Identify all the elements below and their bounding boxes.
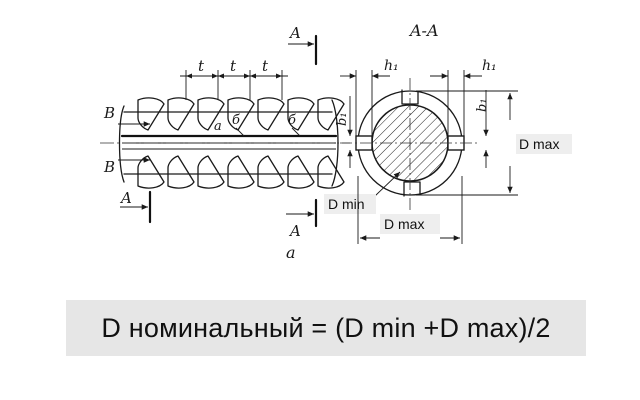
rib-upper [137, 97, 165, 131]
b1-dimensions: b₁ b₁ [335, 90, 490, 168]
rib-upper [287, 97, 315, 131]
rib-lower [167, 155, 195, 189]
rib-lower [287, 155, 315, 189]
b1-left-label: b₁ [335, 112, 350, 126]
dmin-dimension: D min [324, 171, 401, 214]
pitch-label-3: t [262, 57, 269, 75]
rebar-side-view [100, 97, 350, 189]
section-mark-top-label: A [288, 24, 301, 42]
section-mark-bottom-label: A [288, 222, 301, 240]
rib-lower [227, 155, 255, 189]
section-title: A-A [408, 21, 439, 40]
cross-section [340, 78, 480, 210]
b1-right-label: b₁ [475, 98, 490, 112]
rib-upper [317, 97, 345, 131]
section-mark-left: A [119, 189, 152, 224]
formula-text: D номинальный = (D min +D max)/2 [101, 312, 551, 343]
view-mark-lower: B [103, 158, 115, 176]
rib-upper [257, 97, 285, 131]
rib-lower [137, 155, 165, 189]
dmin-label: D min [328, 196, 365, 212]
rib-upper [167, 97, 195, 131]
rebar-ribs [137, 97, 345, 189]
pitch-label-1: t [198, 57, 205, 75]
rib-lower [257, 155, 285, 189]
view-mark-upper: B [103, 104, 115, 122]
inner-mark-b2: б [288, 113, 296, 128]
inner-mark-a: a [214, 119, 222, 134]
section-mark-top: A A [286, 24, 318, 240]
h1-right-label: h₁ [482, 58, 497, 74]
dmax-horizontal-dimension: D max [357, 176, 463, 244]
pitch-label-2: t [230, 57, 237, 75]
dmax-bottom-label: D max [384, 216, 424, 232]
rib-upper [197, 97, 225, 131]
inner-mark-b1: б [232, 113, 240, 128]
formula-box: D номинальный = (D min +D max)/2 [66, 300, 586, 356]
rib-lower [317, 155, 345, 189]
inner-marks: a б б [214, 113, 301, 137]
h1-left-label: h₁ [384, 58, 399, 74]
h1-dimensions: h₁ h₁ [340, 58, 497, 136]
view-marks: B B [103, 104, 150, 176]
figure-caption: a [286, 243, 296, 262]
section-mark-left-label: A [119, 189, 132, 207]
rib-lower [197, 155, 225, 189]
dmax-vertical-dimension: D max [416, 90, 572, 196]
dmax-right-label: D max [519, 136, 559, 152]
pitch-dimension: t t t [180, 57, 288, 100]
